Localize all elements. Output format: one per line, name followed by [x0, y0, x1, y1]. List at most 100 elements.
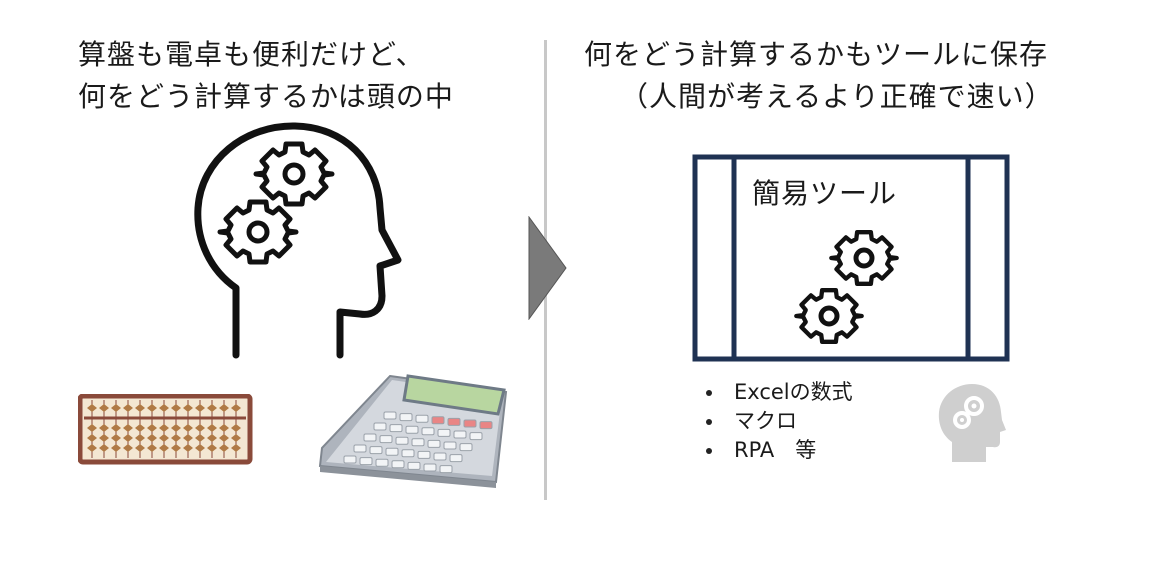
- gear-icon: [794, 288, 864, 344]
- list-item: RPA 等: [706, 436, 853, 465]
- abacus-bead: [135, 434, 145, 442]
- abacus-bead: [123, 444, 133, 452]
- abacus-bead: [171, 434, 181, 442]
- calculator-key: [369, 446, 383, 455]
- calculator-key: [395, 436, 409, 445]
- abacus-bead: [231, 424, 241, 432]
- list-item: Excelの数式: [706, 378, 853, 407]
- abacus-bead: [207, 404, 217, 412]
- abacus-bead: [135, 444, 145, 452]
- right-caption-line1: 何をどう計算するかもツールに保存: [584, 38, 1049, 71]
- head-with-gears-icon: [194, 122, 402, 359]
- abacus-bead: [231, 404, 241, 412]
- calculator-key: [363, 433, 377, 442]
- abacus-bead: [135, 404, 145, 412]
- abacus-bead: [207, 424, 217, 432]
- abacus-bead: [195, 444, 205, 452]
- abacus-bead: [171, 424, 181, 432]
- gear-icon: [217, 199, 299, 265]
- abacus-bead: [123, 424, 133, 432]
- calculator-key: [359, 457, 373, 466]
- bullet-list: Excelの数式 マクロ RPA 等: [706, 378, 853, 465]
- calculator-icon: [318, 374, 508, 488]
- abacus-bead: [87, 444, 97, 452]
- calculator-key: [389, 424, 403, 433]
- calculator-key: [463, 419, 477, 428]
- abacus-bead: [183, 404, 193, 412]
- abacus-bead: [159, 404, 169, 412]
- abacus-bead: [111, 424, 121, 432]
- abacus-bead: [183, 424, 193, 432]
- calculator-key: [453, 430, 467, 439]
- calculator-key: [379, 435, 393, 444]
- calculator-key: [433, 452, 447, 461]
- calculator-key: [401, 449, 415, 458]
- calculator-key: [343, 455, 357, 464]
- abacus-bead: [111, 444, 121, 452]
- calculator-key: [407, 461, 421, 470]
- bullet-dot-icon: [706, 389, 712, 396]
- calculator-key: [399, 413, 413, 422]
- left-caption-line1: 算盤も電卓も便利だけど、: [78, 38, 425, 71]
- abacus-bead: [183, 444, 193, 452]
- abacus-bead: [87, 424, 97, 432]
- abacus-bead: [99, 434, 109, 442]
- bullet-dot-icon: [706, 447, 712, 454]
- calculator-key: [411, 438, 425, 447]
- list-item: マクロ: [706, 407, 853, 436]
- gear-icon: [253, 141, 335, 207]
- calculator-key: [405, 425, 419, 434]
- gear-icon: [829, 230, 899, 286]
- abacus-bead: [207, 434, 217, 442]
- arrow-right-icon: [528, 216, 567, 320]
- calculator-key: [449, 454, 463, 463]
- abacus-bead: [219, 424, 229, 432]
- small-head-icon: [938, 384, 1006, 462]
- calculator-key: [431, 416, 445, 425]
- abacus-bead: [99, 444, 109, 452]
- abacus-icon: [78, 394, 253, 465]
- abacus-bead: [87, 434, 97, 442]
- abacus-bead: [207, 444, 217, 452]
- calculator-key: [391, 460, 405, 469]
- calculator-key: [353, 444, 367, 453]
- calculator-key: [417, 450, 431, 459]
- abacus-bead: [159, 424, 169, 432]
- calculator-key: [373, 422, 387, 431]
- abacus-bead: [195, 404, 205, 412]
- right-caption-line2: （人間が考えるより正確で速い）: [620, 80, 1054, 113]
- abacus-bead: [99, 404, 109, 412]
- abacus-bead: [219, 434, 229, 442]
- left-caption: 算盤も電卓も便利だけど、 何をどう計算するかは頭の中: [78, 34, 454, 118]
- abacus-bead: [87, 404, 97, 412]
- abacus-bead: [147, 404, 157, 412]
- abacus-bead: [231, 444, 241, 452]
- abacus-bead: [171, 404, 181, 412]
- abacus-bead: [159, 444, 169, 452]
- bullet-dot-icon: [706, 418, 712, 425]
- abacus-bead: [171, 444, 181, 452]
- abacus-bead: [111, 434, 121, 442]
- abacus-bead: [147, 424, 157, 432]
- abacus-bead: [159, 434, 169, 442]
- calculator-key: [385, 447, 399, 456]
- calculator-key: [447, 417, 461, 426]
- left-caption-line2: 何をどう計算するかは頭の中: [78, 80, 454, 113]
- tool-label: 簡易ツール: [752, 177, 898, 210]
- calculator-key: [375, 458, 389, 467]
- calculator-key: [459, 443, 473, 452]
- calculator-key: [415, 414, 429, 423]
- calculator-key: [439, 465, 453, 474]
- abacus-bead: [123, 404, 133, 412]
- abacus-bead: [231, 434, 241, 442]
- abacus-bead: [123, 434, 133, 442]
- abacus-bead: [219, 444, 229, 452]
- tool-frame: [692, 154, 1010, 362]
- calculator-key: [423, 463, 437, 472]
- abacus-bead: [135, 424, 145, 432]
- abacus-bead: [99, 424, 109, 432]
- abacus-bead: [183, 434, 193, 442]
- calculator-key: [469, 432, 483, 441]
- abacus-bead: [195, 434, 205, 442]
- abacus-bead: [111, 404, 121, 412]
